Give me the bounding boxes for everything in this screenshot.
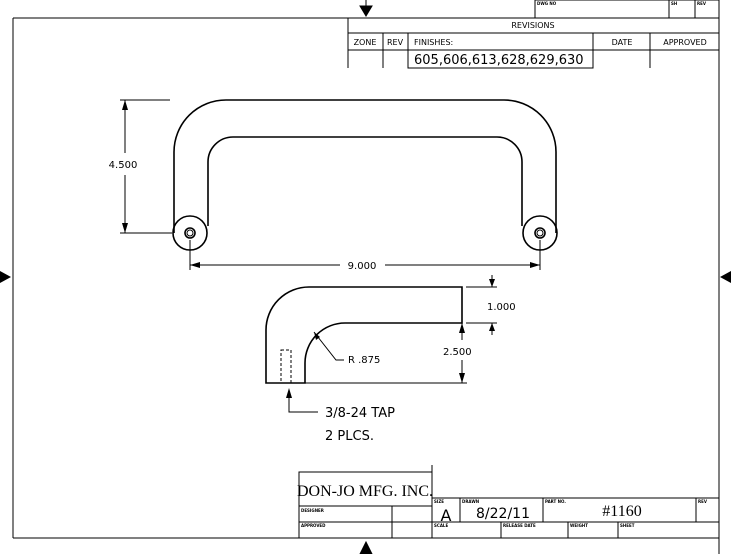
part-number: #1160 xyxy=(602,503,641,520)
revisions-title: REVISIONS xyxy=(511,21,554,30)
size-label: SIZE xyxy=(434,499,444,504)
drawn-date: 8/22/11 xyxy=(476,506,530,522)
scale-label: SCALE xyxy=(434,523,448,528)
sheet-label: SHEET xyxy=(620,523,635,528)
finishes-label: FINISHES: xyxy=(414,38,453,47)
arm-dimension: 1.000 xyxy=(487,302,516,313)
rev-header: REV xyxy=(387,38,404,47)
release-date-label: RELEASE DATE xyxy=(503,523,536,528)
radius-dimension: R .875 xyxy=(348,355,380,366)
finishes-value: 605,606,613,628,629,630 xyxy=(414,53,584,68)
sheet-frame xyxy=(12,0,720,554)
dwg-no-box: DWG NO SH REV xyxy=(534,0,720,19)
approved-header: APPROVED xyxy=(663,38,707,47)
handle-top-view xyxy=(172,99,558,251)
date-header: DATE xyxy=(612,38,633,47)
drawn-label: DRAWN xyxy=(462,499,479,504)
part-no-label: PART NO. xyxy=(545,499,566,504)
handle-side-view: 1.000 2.500 R .875 3/8-24 TAP 2 PLCS. xyxy=(265,275,516,444)
dimension-height: 4.500 xyxy=(109,99,172,234)
designer-label: DESIGNER xyxy=(301,508,324,513)
height-dimension: 4.500 xyxy=(109,160,138,171)
weight-label: WEIGHT xyxy=(570,523,588,528)
approved-label: APPROVED xyxy=(301,523,326,528)
tap-note-line1: 3/8-24 TAP xyxy=(325,406,395,421)
tap-note-line2: 2 PLCS. xyxy=(325,429,374,444)
width-dimension: 9.000 xyxy=(348,261,377,272)
revisions-block: REVISIONS ZONE REV FINISHES: 605,606,613… xyxy=(347,18,719,69)
dwg-no-label: DWG NO xyxy=(537,1,557,6)
rev-block-label: REV xyxy=(698,499,708,504)
title-block: DON-JO MFG. INC. DESIGNER APPROVED SIZE … xyxy=(297,465,719,538)
zone-header: ZONE xyxy=(354,38,377,47)
depth-dimension: 2.500 xyxy=(443,347,472,358)
sh-label: SH xyxy=(671,1,677,6)
company-name: DON-JO MFG. INC. xyxy=(297,483,433,500)
rev-label: REV xyxy=(697,1,707,6)
size-value: A xyxy=(441,506,452,525)
dimension-width: 9.000 xyxy=(189,240,541,272)
